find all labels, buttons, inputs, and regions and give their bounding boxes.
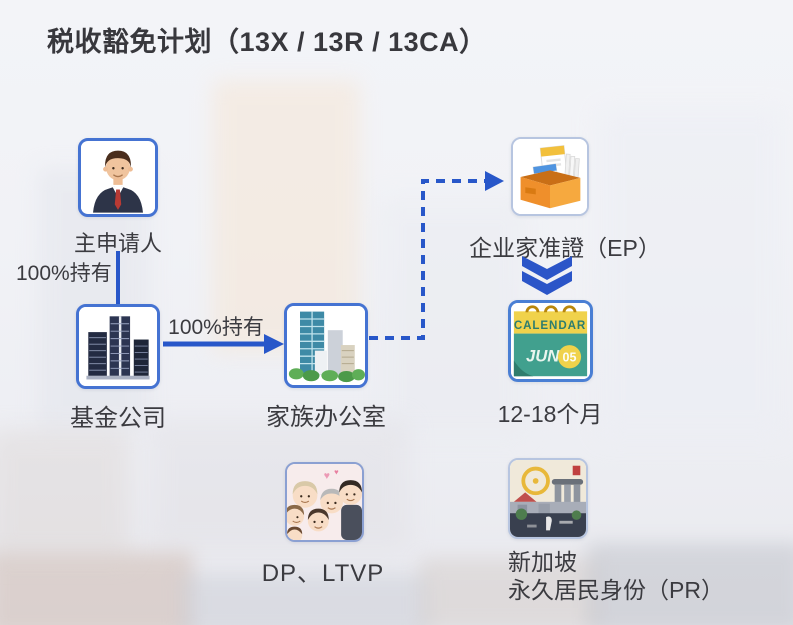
- timeline-label: 12-18个月: [497, 401, 603, 427]
- dependents-label: DP、LTVP: [261, 560, 385, 587]
- pr-label-line2: 永久居民身份（PR）: [508, 577, 724, 603]
- family-office-label: 家族办公室: [266, 404, 386, 431]
- arrowhead-icon: [485, 171, 504, 191]
- timeline-node: CALENDAR JUN 05: [508, 300, 593, 382]
- family-icon: ♥ ♥: [287, 464, 362, 540]
- pr-node: [508, 458, 588, 539]
- pr-label: 新加坡 永久居民身份（PR）: [508, 548, 758, 604]
- double-chevron-down-icon: [522, 256, 572, 295]
- background-rooftops: [0, 430, 130, 560]
- calendar-header-text: CALENDAR: [514, 320, 586, 332]
- ep-label: 企业家准證（EP）: [469, 235, 661, 261]
- background-rooftops: [0, 552, 193, 625]
- dependents-node: ♥ ♥: [285, 462, 364, 542]
- fund-company-label: 基金公司: [70, 405, 166, 432]
- heart-icon: ♥: [334, 467, 339, 476]
- calendar-month-text: JUN: [526, 346, 560, 365]
- businessman-icon: [81, 142, 155, 213]
- ep-node: [511, 137, 589, 216]
- applicant-node: [78, 138, 158, 217]
- skyscraper-buildings-icon: [79, 307, 157, 386]
- calendar-icon: CALENDAR JUN 05: [511, 303, 590, 379]
- pr-label-line1: 新加坡: [508, 549, 577, 575]
- singapore-cityscape-icon: [510, 460, 586, 537]
- background-building: [150, 420, 410, 550]
- calendar-day-text: 05: [563, 350, 577, 364]
- heart-icon: ♥: [324, 471, 330, 482]
- ownership-label-left: 100%持有: [16, 262, 112, 285]
- background-building: [598, 108, 783, 438]
- applicant-label: 主申请人: [73, 231, 162, 256]
- page-title: 税收豁免计划（13X / 13R / 13CA）: [47, 27, 487, 57]
- ownership-label-middle: 100%持有: [168, 316, 264, 339]
- document-filebox-icon: [513, 139, 587, 214]
- family-office-node: [284, 303, 368, 388]
- arrowhead-icon: [264, 334, 284, 354]
- office-building-icon: [287, 306, 365, 385]
- fund-company-node: [76, 304, 160, 389]
